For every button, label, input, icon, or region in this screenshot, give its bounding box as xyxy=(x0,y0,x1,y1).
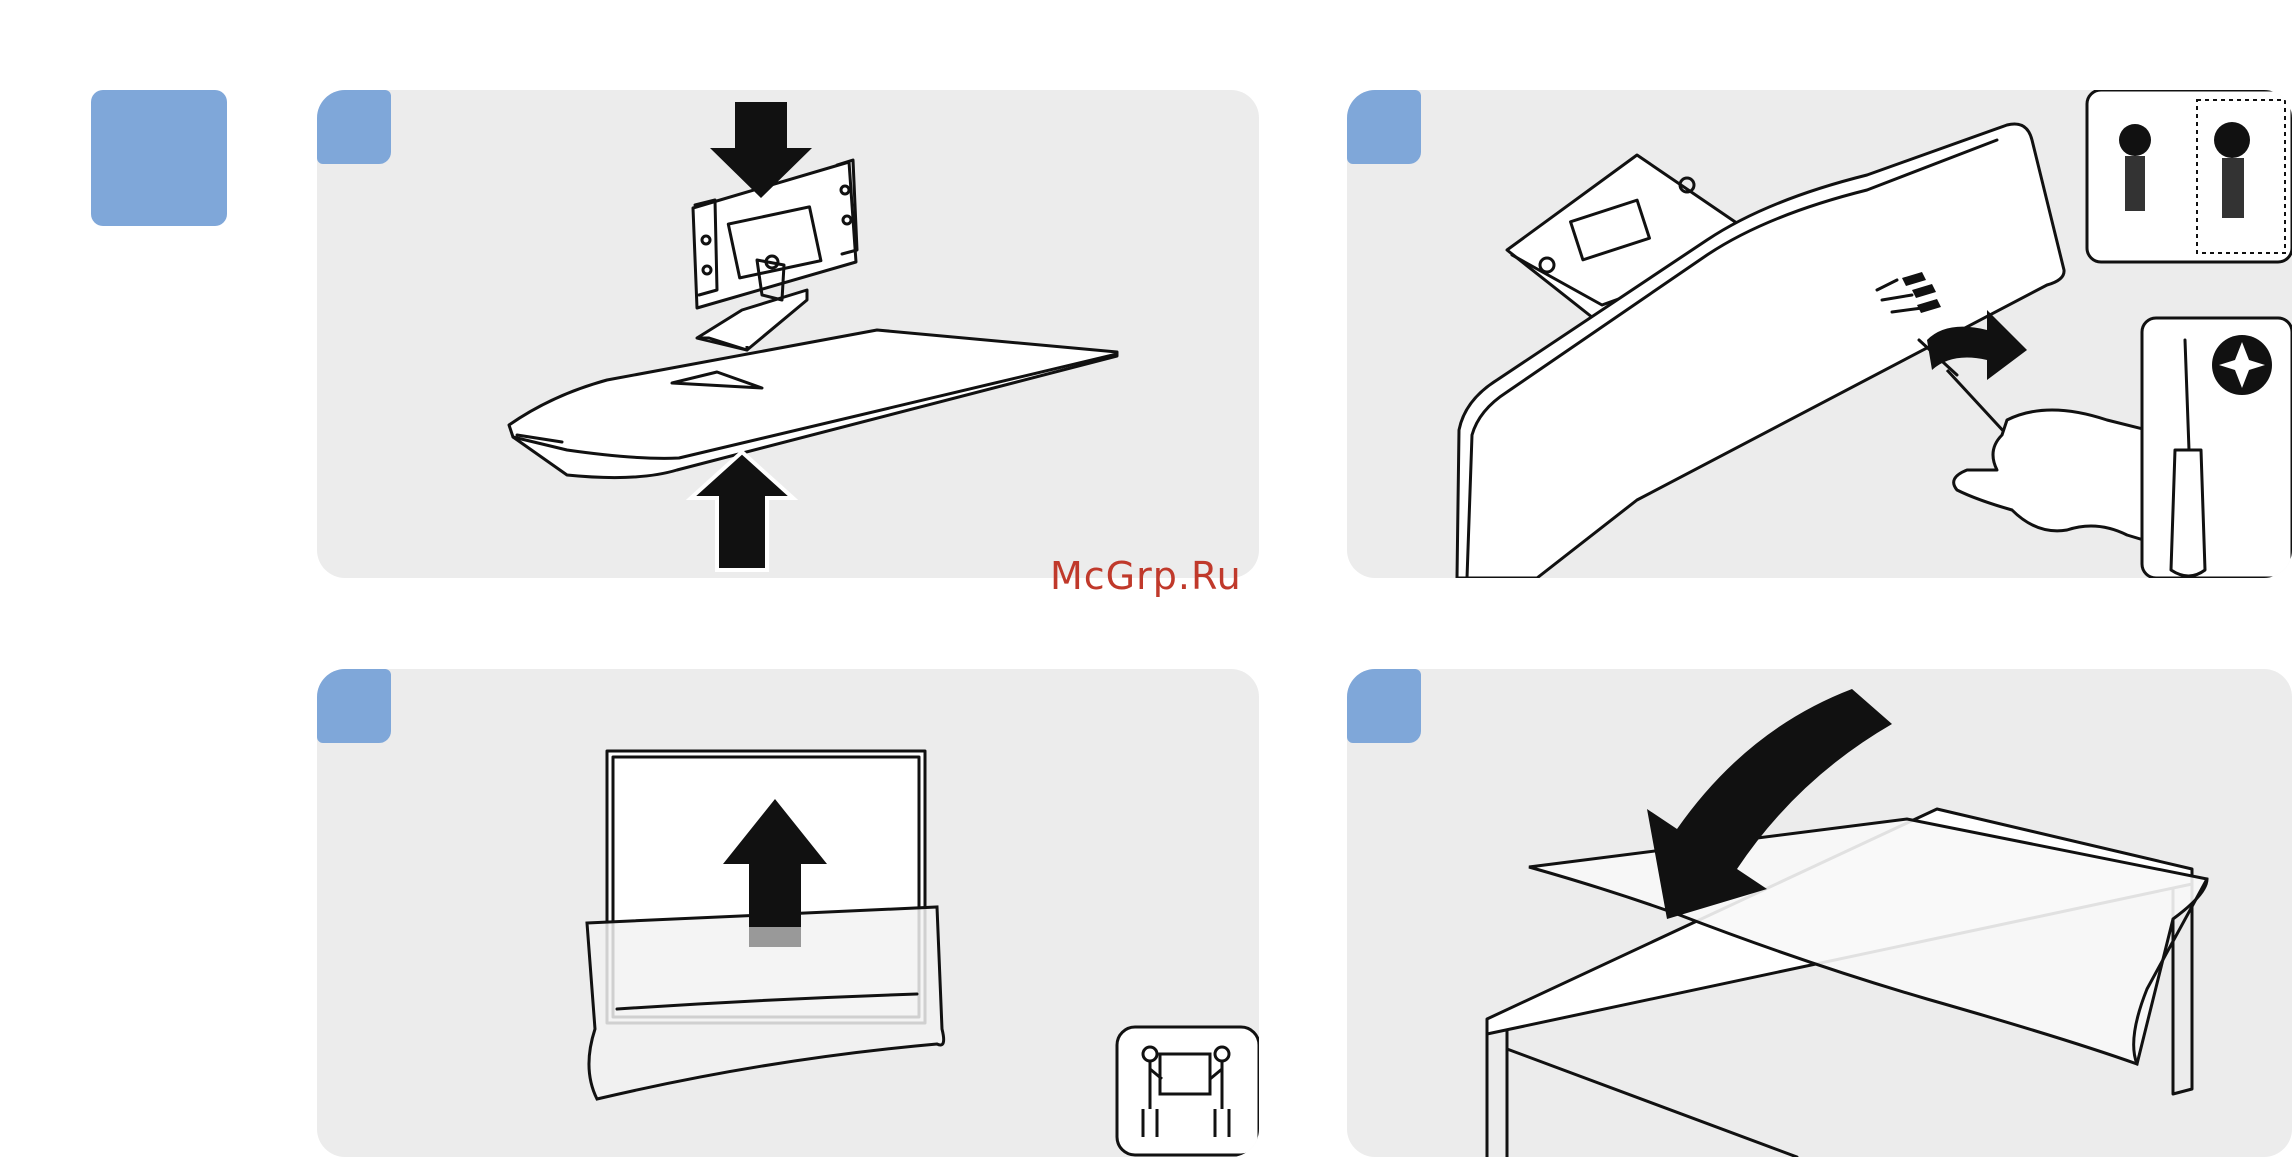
screw-stand-illustration xyxy=(1347,90,2292,578)
remove-bag-illustration xyxy=(317,669,1259,1157)
stand-assembly-illustration xyxy=(317,90,1259,578)
panel-remove-bag xyxy=(317,669,1259,1157)
step-number-badge xyxy=(91,90,227,226)
watermark: McGrp.Ru xyxy=(1050,554,1242,598)
screw-icon-box xyxy=(2087,90,2292,262)
panel-screw-stand xyxy=(1347,90,2292,578)
panel-cloth-table xyxy=(1347,669,2292,1157)
panel-stand-assembly xyxy=(317,90,1259,578)
cloth-table-illustration xyxy=(1347,669,2292,1157)
